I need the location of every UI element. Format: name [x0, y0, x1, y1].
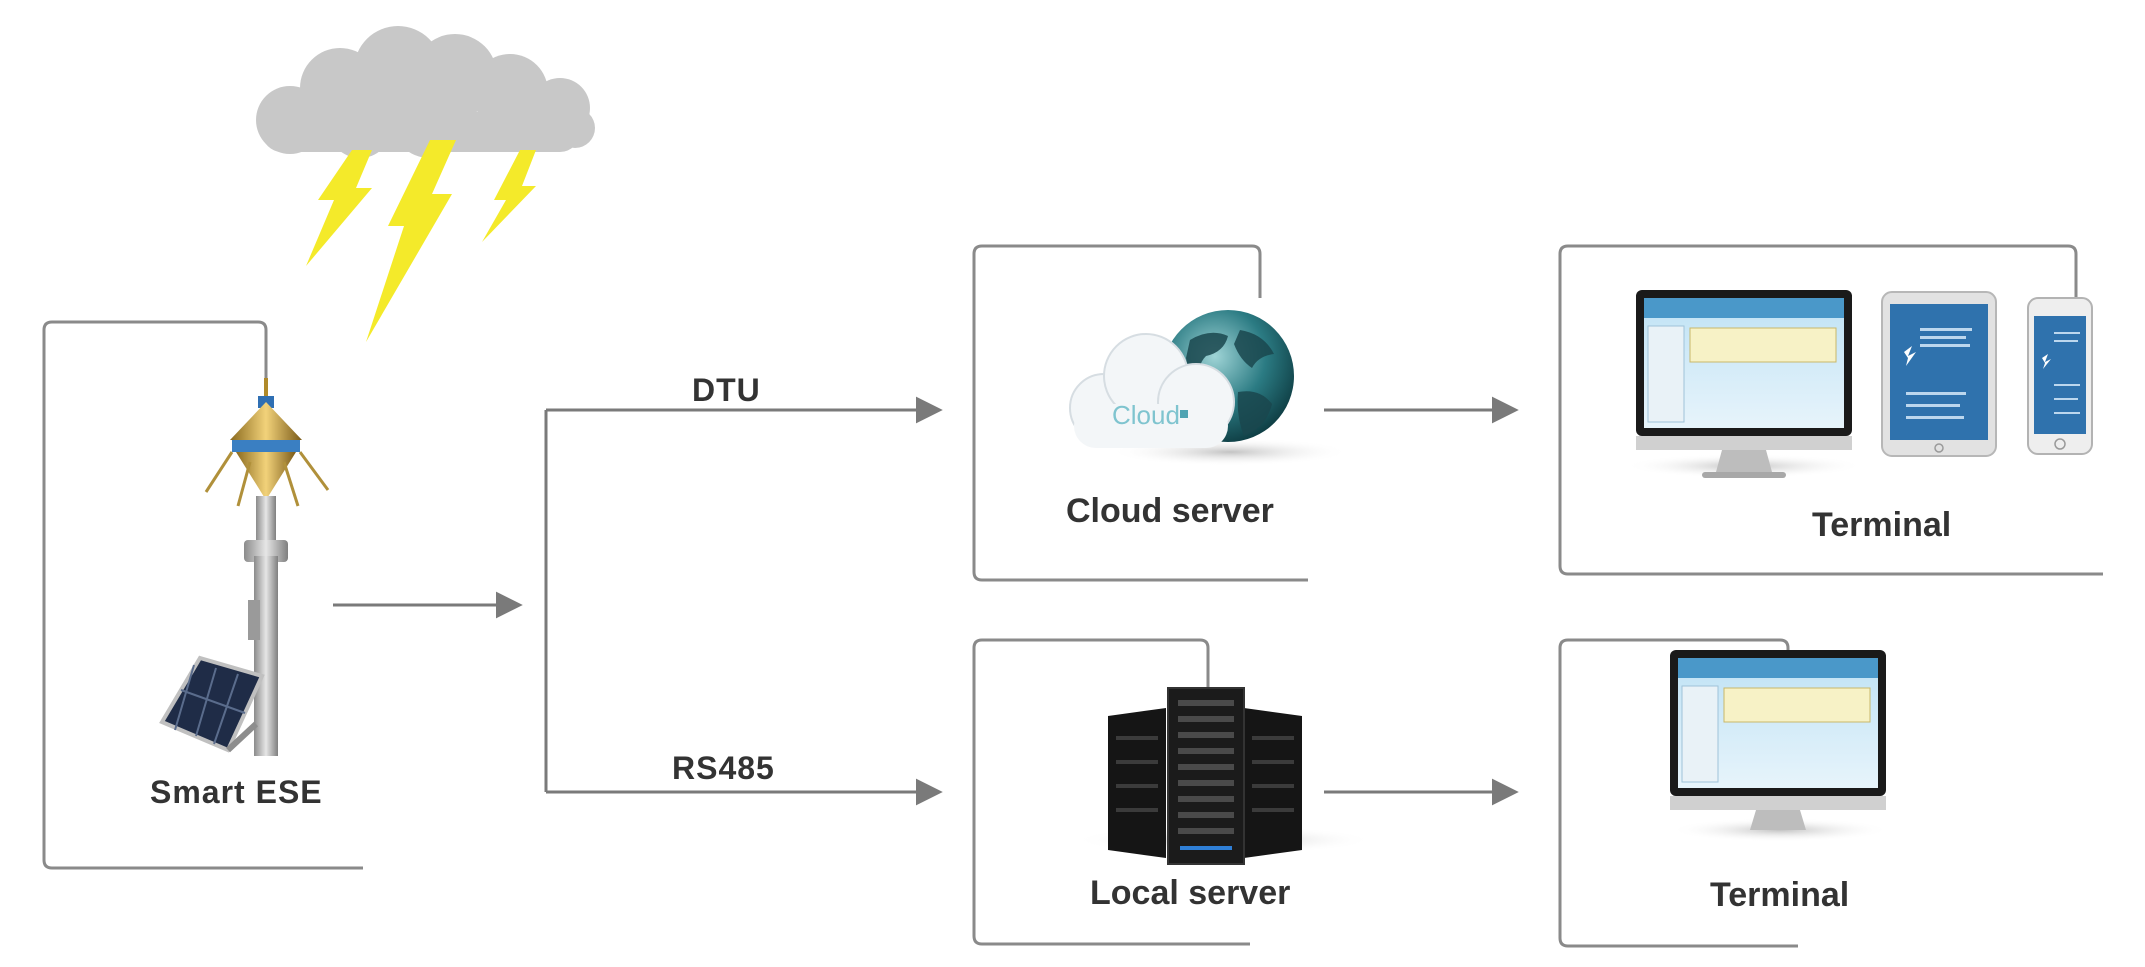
local-server-frame: [972, 638, 1250, 946]
phone-icon: [2027, 297, 2093, 455]
local-server-label: Local server: [1090, 874, 1291, 912]
terminal-cloud-label: Terminal: [1812, 506, 1952, 544]
lightning-rod-icon: [204, 378, 330, 756]
monitor-icon: [1636, 290, 1852, 478]
cloud-logo-mark: [1180, 410, 1188, 418]
dtu-label: DTU: [692, 372, 761, 408]
cloud-icon: [1069, 333, 1235, 448]
terminal-local-label: Terminal: [1710, 876, 1850, 914]
lightning-bolt-icon: [306, 140, 536, 342]
tablet-icon: [1881, 291, 1997, 457]
smart-ese-label: Smart ESE: [150, 774, 323, 810]
device-frame: [42, 320, 363, 870]
cloud-server-label: Cloud server: [1066, 492, 1274, 530]
monitor-icon: [1670, 650, 1886, 830]
thundercloud-icon: [256, 26, 595, 158]
server-rack-icon: [1108, 687, 1302, 865]
rs485-label: RS485: [672, 750, 775, 786]
cloud-logo-text: Cloud: [1112, 400, 1180, 430]
cloud-server-frame: [972, 244, 1308, 582]
terminal-cloud-frame: [1558, 244, 2103, 576]
solar-panel-icon: [159, 655, 265, 753]
terminal-local-frame: [1558, 638, 1798, 948]
